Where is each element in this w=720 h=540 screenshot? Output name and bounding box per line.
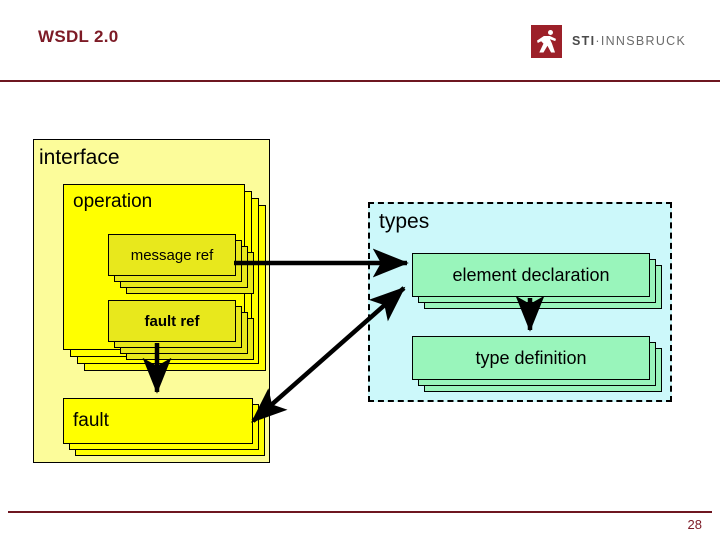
logo-text: STI·INNSBRUCK — [572, 34, 686, 48]
fault-ref-box-front: fault ref — [108, 300, 236, 342]
type-definition-box: type definition — [412, 336, 664, 394]
page-number: 28 — [687, 517, 702, 532]
logo-text-city: INNSBRUCK — [600, 34, 687, 48]
logo-text-sti: STI — [572, 34, 596, 48]
sti-figure-mark-icon — [531, 24, 562, 58]
fault-label: fault — [73, 410, 109, 431]
message-ref-label: message ref — [130, 246, 214, 264]
element-declaration-box-front: element declaration — [412, 253, 650, 297]
sti-innsbruck-logo: STI·INNSBRUCK — [531, 24, 685, 58]
message-ref-box-front: message ref — [108, 234, 236, 276]
fault-ref-box: fault ref — [108, 300, 254, 360]
type-definition-box-front: type definition — [412, 336, 650, 380]
fault-ref-label: fault ref — [144, 312, 200, 330]
figure-head-shape — [548, 29, 553, 35]
element-declaration-box: element declaration — [412, 253, 664, 311]
operation-label: operation — [73, 191, 153, 212]
fault-box: fault — [63, 398, 267, 456]
message-ref-box: message ref — [108, 234, 254, 294]
element-declaration-label: element declaration — [452, 264, 610, 285]
type-definition-label: type definition — [475, 347, 587, 368]
figure-body-shape — [537, 35, 556, 53]
logo-text-separator: · — [595, 34, 601, 48]
header-divider — [0, 80, 720, 82]
fault-box-front: fault — [63, 398, 253, 444]
footer-divider — [8, 511, 712, 513]
page-title: WSDL 2.0 — [38, 27, 119, 46]
interface-label: interface — [39, 146, 120, 169]
types-label: types — [379, 210, 430, 233]
